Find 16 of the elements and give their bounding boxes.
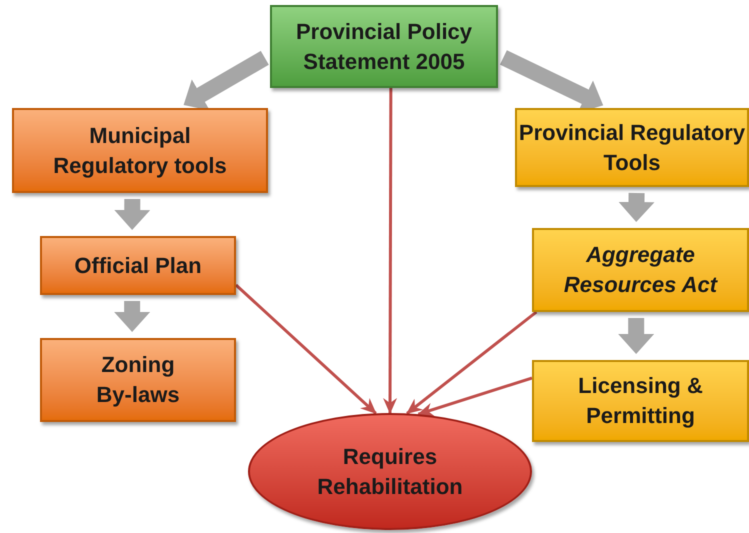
arrow (383, 88, 398, 414)
arrow (234, 284, 377, 414)
process-box: Municipal Regulatory tools (12, 108, 268, 193)
arrow (618, 192, 654, 222)
process-box: Zoning By-laws (40, 338, 236, 422)
arrow (406, 310, 538, 415)
arrow (618, 318, 654, 354)
arrow (114, 301, 150, 332)
arrow (114, 198, 150, 230)
policy-box: Provincial Policy Statement 2005 (270, 5, 498, 88)
process-box: Aggregate Resources Act (532, 228, 749, 312)
process-box: Licensing & Permitting (532, 360, 749, 442)
outcome-ellipse: Requires Rehabilitation (248, 413, 532, 530)
process-box: Provincial Regulatory Tools (515, 108, 749, 187)
process-box: Official Plan (40, 236, 236, 295)
arrow (184, 50, 269, 110)
